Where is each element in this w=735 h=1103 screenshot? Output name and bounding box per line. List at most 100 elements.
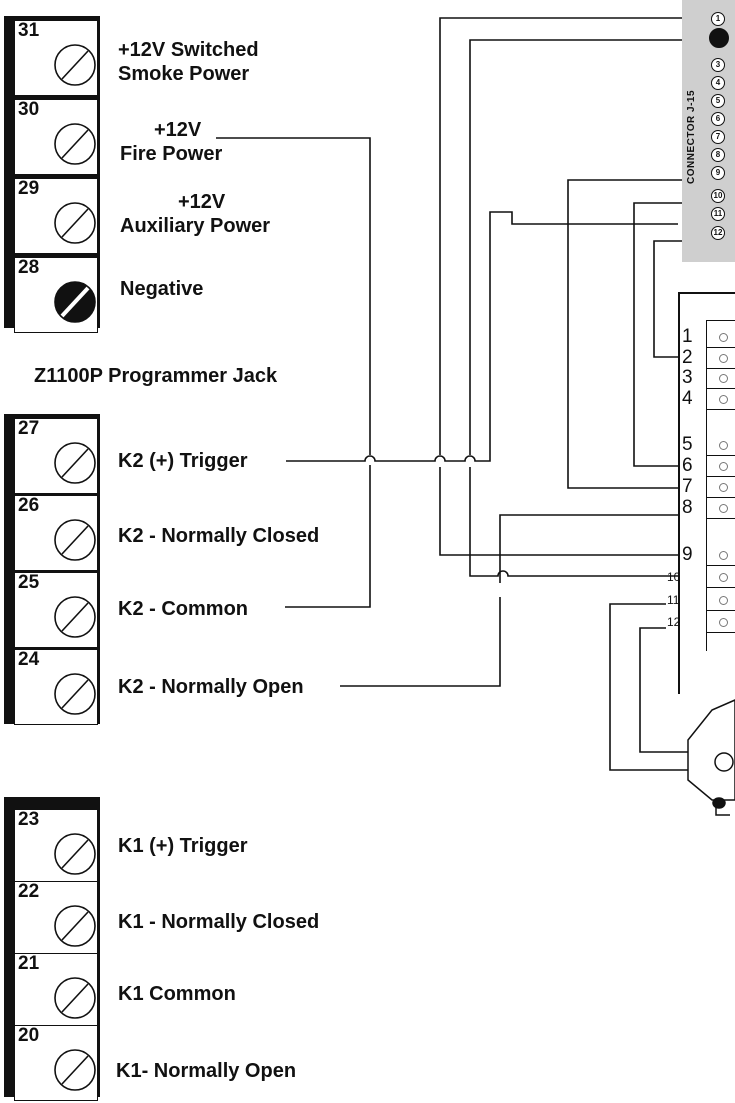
connector-pin-1: 1 <box>711 12 725 26</box>
terminal-31: 31 <box>4 18 100 98</box>
terminal-21: 21 <box>4 951 100 1031</box>
terminal-28: 28 <box>4 255 100 335</box>
terminal-20: 20 <box>4 1023 100 1103</box>
screw-icon <box>719 333 728 342</box>
screw-icon <box>719 618 728 627</box>
screw-icon <box>54 673 96 715</box>
label-k1-normally-open: K1- Normally Open <box>116 1060 297 1082</box>
strip-terminal-screw <box>706 327 735 348</box>
screw-icon <box>719 483 728 492</box>
screw-icon <box>54 123 96 165</box>
screw-icon <box>719 374 728 383</box>
wire-k2-trigger <box>286 211 678 462</box>
connector-pin-12: 12 <box>711 226 725 240</box>
label-terminal-30: +12V Fire Power <box>120 119 223 165</box>
label-k1-common: K1 Common <box>118 983 236 1005</box>
terminal-frame: 26 <box>14 495 98 571</box>
screw-icon <box>54 977 96 1019</box>
screw-icon <box>719 573 728 582</box>
terminal-number: 25 <box>17 572 41 593</box>
screw-icon <box>719 354 728 363</box>
terminal-number: 27 <box>17 418 41 439</box>
terminal-26: 26 <box>4 493 100 573</box>
wire-pin10 <box>633 202 704 467</box>
screw-icon <box>54 281 96 323</box>
terminal-number: 30 <box>17 99 41 120</box>
terminal-number: 24 <box>17 649 41 670</box>
terminal-frame: 28 <box>14 257 98 333</box>
label-k2-normally-closed: K2 - Normally Closed <box>118 525 320 547</box>
label-k1-normally-closed: K1 - Normally Closed <box>118 911 320 933</box>
connector-pin-10: 10 <box>711 189 725 203</box>
terminal-frame: 27 <box>14 418 98 494</box>
label-k2-trigger: K2 (+) Trigger <box>118 450 248 472</box>
screw-icon <box>719 596 728 605</box>
terminal-frame: 24 <box>14 649 98 725</box>
terminal-frame: 20 <box>14 1025 98 1101</box>
screw-icon <box>719 551 728 560</box>
strip-terminal-screw <box>706 368 735 389</box>
terminal-strip-frame <box>678 292 735 694</box>
strip-terminal-screw <box>706 567 735 588</box>
screw-icon <box>54 202 96 244</box>
terminal-number: 22 <box>17 881 41 902</box>
screw-icon <box>54 1049 96 1091</box>
strip-terminal-number: 12 <box>667 615 681 629</box>
speaker-horn <box>687 699 735 816</box>
label-k1-trigger: K1 (+) Trigger <box>118 835 248 857</box>
strip-terminal-number: 8 <box>682 497 693 518</box>
terminal-23: 23 <box>4 807 100 887</box>
wire-pin1 <box>439 17 704 556</box>
terminal-number: 28 <box>17 257 41 278</box>
connector-pin-3: 3 <box>711 58 725 72</box>
screw-icon <box>54 596 96 638</box>
label-k2-common: K2 - Common <box>118 598 248 620</box>
strip-terminal-number: 9 <box>682 544 693 565</box>
screw-icon <box>54 905 96 947</box>
strip-terminal-screw <box>706 389 735 410</box>
wire-pin2 <box>469 39 704 577</box>
label-terminal-31: +12V Switched Smoke Power <box>118 39 259 85</box>
wire-k2-normally-open <box>340 514 678 687</box>
strip-terminal-screw <box>706 456 735 477</box>
strip-terminal-screw <box>706 612 735 633</box>
terminal-number: 20 <box>17 1025 41 1046</box>
terminal-29: 29 <box>4 176 100 256</box>
wire-pin9 <box>567 179 704 489</box>
connector-pin-8: 8 <box>711 148 725 162</box>
strip-terminal-screw <box>706 498 735 519</box>
connector-pin-4: 4 <box>711 76 725 90</box>
screw-icon <box>54 442 96 484</box>
strip-terminal-number: 6 <box>682 455 693 476</box>
programmer-jack-label: Z1100P Programmer Jack <box>34 365 278 387</box>
terminal-number: 31 <box>17 20 41 41</box>
connector-pin-2 <box>709 28 729 48</box>
screw-icon <box>54 519 96 561</box>
terminal-number: 29 <box>17 178 41 199</box>
wire-pin12 <box>653 240 704 358</box>
wire-strip-12 <box>639 627 688 753</box>
screw-icon <box>719 395 728 404</box>
terminal-number: 26 <box>17 495 41 516</box>
screw-icon <box>54 833 96 875</box>
screw-icon <box>719 441 728 450</box>
strip-terminal-number: 2 <box>682 347 693 368</box>
strip-terminal-number: 1 <box>682 326 693 347</box>
terminal-27: 27 <box>4 416 100 496</box>
label-terminal-29: +12V Auxiliary Power <box>120 191 271 237</box>
screw-icon <box>719 462 728 471</box>
strip-terminal-screw <box>706 348 735 369</box>
connector-pin-9: 9 <box>711 166 725 180</box>
terminal-25: 25 <box>4 570 100 650</box>
terminal-frame: 31 <box>14 20 98 96</box>
strip-terminal-screw <box>706 477 735 498</box>
terminal-number: 23 <box>17 809 41 830</box>
strip-terminal-screw <box>706 435 735 456</box>
terminal-24: 24 <box>4 647 100 727</box>
connector-pin-7: 7 <box>711 130 725 144</box>
connector-pin-11: 11 <box>711 207 725 221</box>
strip-terminal-screw <box>706 545 735 566</box>
terminal-frame: 25 <box>14 572 98 648</box>
strip-terminal-number: 7 <box>682 476 693 497</box>
terminal-frame: 22 <box>14 881 98 957</box>
